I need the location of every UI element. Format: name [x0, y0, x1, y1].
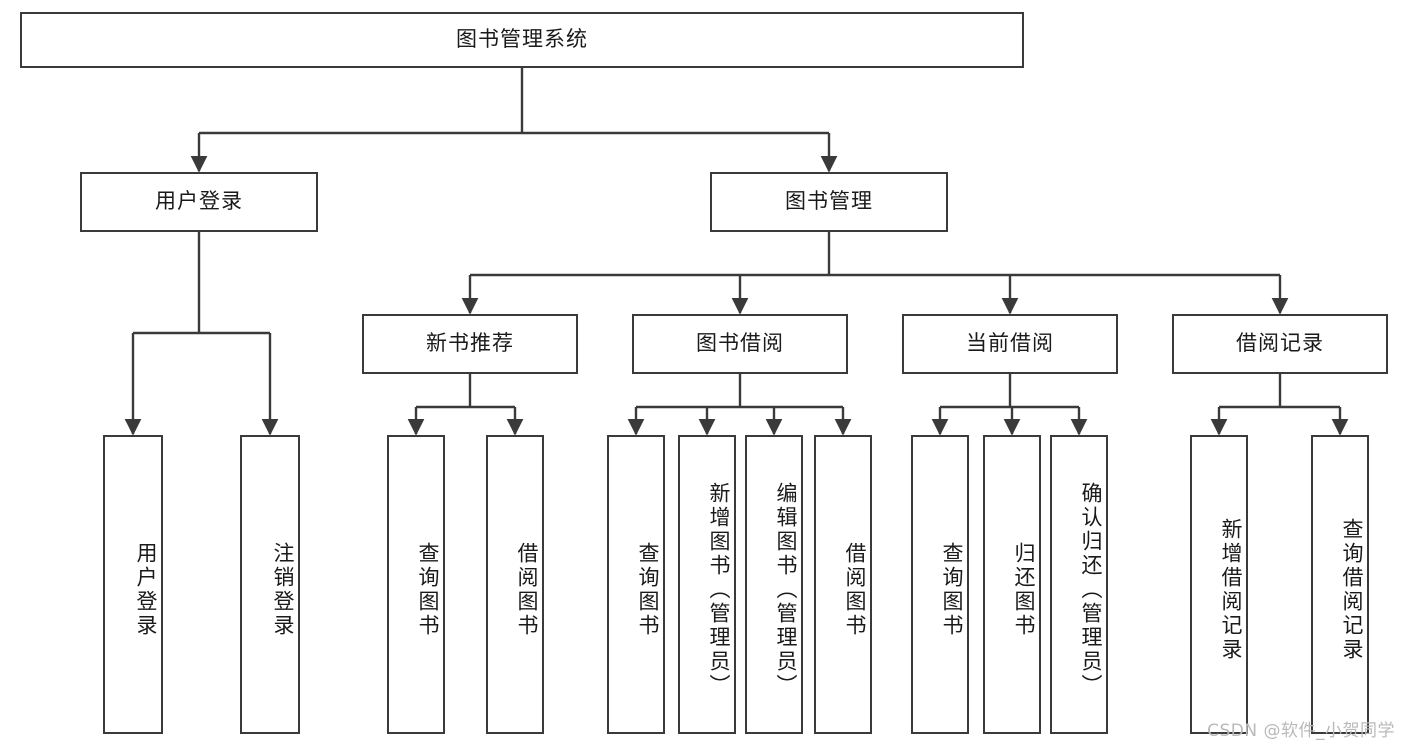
- level2-node[interactable]: 借阅记录: [1172, 314, 1388, 374]
- leaf-node[interactable]: 查询图书: [387, 435, 445, 734]
- level1-node[interactable]: 图书管理: [710, 172, 948, 232]
- node-label: 新增图书（管理员）: [707, 481, 731, 698]
- leaf-node[interactable]: 归还图书: [983, 435, 1041, 734]
- node-label: 用户登录: [134, 541, 158, 638]
- leaf-node[interactable]: 用户登录: [103, 435, 163, 734]
- node-label: 查询图书: [416, 541, 440, 638]
- node-label: 编辑图书（管理员）: [774, 481, 798, 698]
- node-label: 图书借阅: [696, 331, 784, 356]
- node-label: 借阅图书: [843, 541, 867, 638]
- leaf-node[interactable]: 注销登录: [240, 435, 300, 734]
- leaf-node[interactable]: 查询图书: [607, 435, 665, 734]
- node-label: 图书管理系统: [456, 27, 588, 52]
- node-label: 归还图书: [1012, 541, 1036, 638]
- leaf-node[interactable]: 查询借阅记录: [1311, 435, 1369, 734]
- leaf-node[interactable]: 编辑图书（管理员）: [745, 435, 803, 734]
- node-label: 确认归还（管理员）: [1079, 481, 1103, 698]
- leaf-node[interactable]: 查询图书: [911, 435, 969, 734]
- level2-node[interactable]: 新书推荐: [362, 314, 578, 374]
- leaf-node[interactable]: 确认归还（管理员）: [1050, 435, 1108, 734]
- node-label: 新书推荐: [426, 331, 514, 356]
- node-label: 查询借阅记录: [1340, 517, 1364, 662]
- root-node[interactable]: 图书管理系统: [20, 12, 1024, 68]
- level2-node[interactable]: 当前借阅: [902, 314, 1118, 374]
- node-label: 图书管理: [785, 189, 873, 214]
- node-label: 用户登录: [155, 189, 243, 214]
- node-label: 当前借阅: [966, 331, 1054, 356]
- node-label: 借阅图书: [515, 541, 539, 638]
- node-label: 注销登录: [271, 541, 295, 638]
- leaf-node[interactable]: 新增借阅记录: [1190, 435, 1248, 734]
- node-label: 借阅记录: [1236, 331, 1324, 356]
- level1-node[interactable]: 用户登录: [80, 172, 318, 232]
- watermark-text: CSDN @软件_小贺同学: [1207, 721, 1395, 741]
- leaf-node[interactable]: 借阅图书: [486, 435, 544, 734]
- node-label: 查询图书: [636, 541, 660, 638]
- level2-node[interactable]: 图书借阅: [632, 314, 848, 374]
- node-label: 新增借阅记录: [1219, 517, 1243, 662]
- node-label: 查询图书: [940, 541, 964, 638]
- leaf-node[interactable]: 借阅图书: [814, 435, 872, 734]
- leaf-node[interactable]: 新增图书（管理员）: [678, 435, 736, 734]
